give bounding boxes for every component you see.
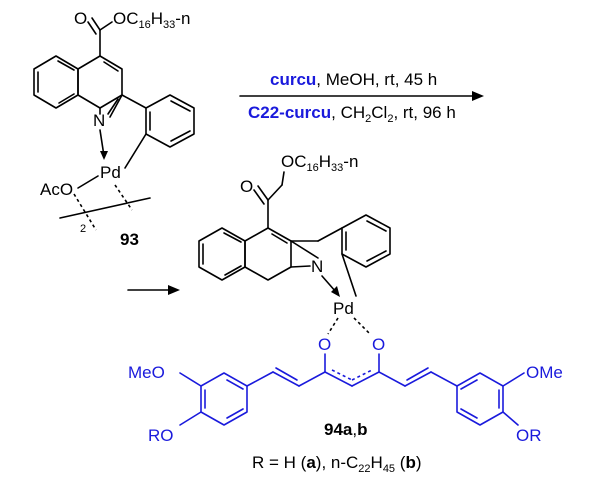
enol-right [351, 371, 380, 387]
pyridine-ring-94 [244, 227, 292, 281]
bridge-dash-right-93 [114, 184, 133, 211]
ome-bond-right [502, 372, 525, 387]
bridge-bar-93 [59, 197, 151, 219]
or-group-right: OR [516, 426, 542, 445]
ester-o-link-94 [281, 171, 285, 186]
continuation-arrow [127, 285, 180, 295]
r-definition: R = H (a), n-C22H45 (b) [252, 453, 422, 475]
n-bg-94 [310, 258, 326, 274]
benzo-dbl-b-94 [224, 265, 242, 276]
c2-phenyl-bond-93 [121, 94, 147, 109]
condition-line-2: C22-curcu, CH2Cl2, rt, 96 h [248, 103, 456, 125]
methoxy-left: MeO [128, 363, 165, 382]
ligand-oxygen-left: O [318, 335, 331, 354]
ester-group-93: OC16H33-n [113, 9, 190, 31]
ligand-oxygen-right: O [372, 335, 385, 354]
chain-right-2 [404, 371, 432, 387]
benzo-dbl-c-94 [223, 232, 242, 243]
benzo-dbl-c-93 [57, 60, 75, 71]
palladium-93: Pd [100, 163, 121, 182]
compound-93: O OC16H33-n N Pd AcO [33, 9, 195, 249]
bridge-dash-left-93 [73, 193, 97, 231]
ome-bond-left [179, 372, 202, 387]
pd-o-dash-right [353, 317, 371, 335]
dimer-subscript-93: 2 [80, 223, 86, 235]
phenyl-ring-93 [145, 94, 195, 148]
pd-oac-bond-93 [77, 175, 99, 189]
n-c2-bond-94 [290, 240, 319, 259]
chain-right-2-dbl [406, 367, 429, 381]
chain-left-3 [246, 371, 274, 387]
chain-left-1 [298, 371, 326, 387]
or-group-left: RO [148, 426, 174, 445]
pyr-dbl-93 [103, 61, 119, 72]
arrow2-head [168, 285, 180, 295]
n-c2-bond-93 [109, 94, 123, 118]
pd-o-dash-left [327, 317, 339, 335]
aryl-ring-right [456, 372, 504, 426]
compound-94: O OC16H33-n N Pd O [128, 152, 563, 475]
deloc-right [351, 369, 373, 381]
aryl-left-dbl-b [226, 408, 244, 419]
co-dbl-94b [257, 185, 269, 201]
compound-label-94: 94a,b [324, 420, 368, 439]
benzo-ring-93 [33, 55, 79, 109]
carbonyl-oxygen-94: O [240, 177, 253, 196]
or-bond-right [502, 411, 519, 426]
pd-c-bond-93 [124, 133, 147, 169]
nitrogen-94: N [311, 257, 323, 276]
ester-o-bond-93 [99, 21, 113, 31]
n-c-bond-94 [290, 265, 311, 268]
benzo-dbl-b-93 [58, 93, 75, 104]
nitrogen-93: N [93, 111, 105, 130]
ph-dbl-a-93 [170, 100, 191, 112]
deloc-left [331, 369, 353, 381]
chain-right-1 [378, 371, 406, 387]
ph-dbl-b-93 [170, 130, 191, 142]
aryl-ring-left [200, 372, 248, 426]
chain-left-2 [272, 371, 300, 387]
or-bond-left [179, 411, 202, 426]
n-c2-dbl-93 [107, 98, 119, 115]
methoxy-right: OMe [526, 363, 563, 382]
compound-label-93: 93 [120, 230, 139, 249]
condition-line-1: curcu, MeOH, rt, 45 h [270, 70, 437, 89]
aryl-left-dbl-a [226, 379, 244, 390]
acetate-93: AcO [40, 180, 73, 199]
aryl-right-dbl-a [460, 379, 478, 390]
co-double-bond-93b [91, 17, 101, 31]
carbonyl-oxygen-93: O [74, 9, 87, 28]
co-dbl-94 [253, 189, 265, 205]
arrow-head [472, 91, 484, 101]
benzo-ring-94 [198, 227, 246, 281]
co-double-bond-93 [87, 21, 97, 35]
pyridine-ring-93 [77, 55, 123, 109]
phenyl-ring-94 [341, 214, 391, 268]
ph-dbl-b-94 [366, 250, 387, 262]
chain-right-3 [430, 371, 458, 387]
ester-o-bond-94 [267, 184, 283, 201]
enol-left [324, 371, 353, 387]
ester-group-94: OC16H33-n [281, 152, 358, 174]
n-bg-93 [92, 112, 108, 128]
ph-dbl-a-94 [366, 220, 387, 232]
c2-phenyl-94 [317, 227, 343, 242]
chain-left-2-dbl [275, 367, 298, 381]
pyr-dbl-94 [271, 233, 288, 244]
aryl-right-dbl-b [460, 408, 478, 419]
reaction-arrow: curcu, MeOH, rt, 45 h C22-curcu, CH2Cl2,… [239, 70, 484, 125]
palladium-94: Pd [333, 299, 354, 318]
n-pd-arrowhead-94 [331, 286, 340, 297]
n-pd-arrowhead-93 [100, 151, 108, 160]
pd-c-bond-94 [341, 253, 357, 297]
